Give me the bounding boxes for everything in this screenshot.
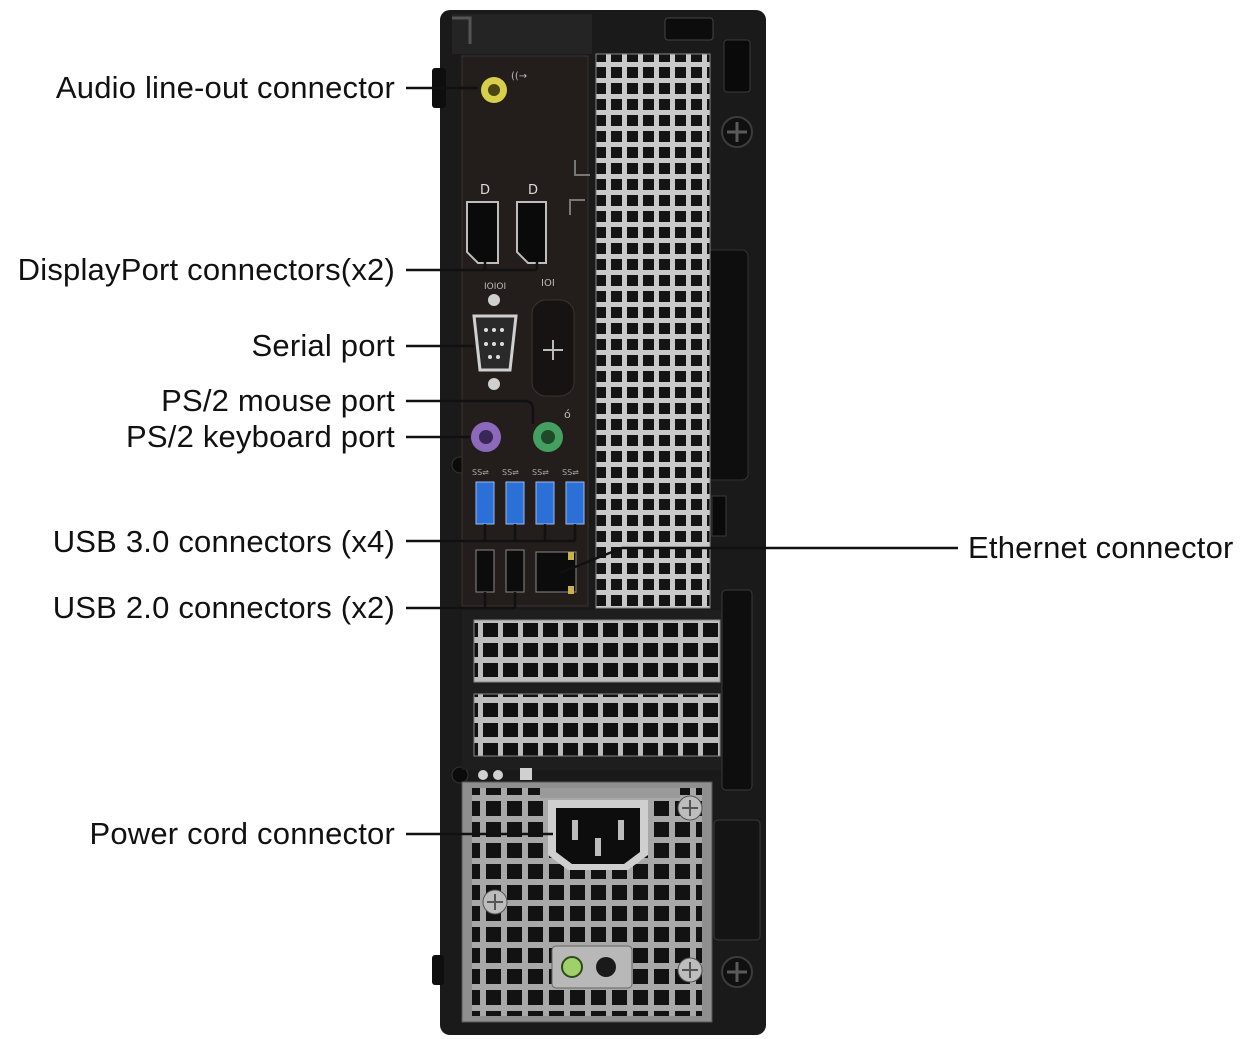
audio-line-out-jack: ((→ xyxy=(481,71,527,103)
svg-text:SS⇌: SS⇌ xyxy=(472,468,489,477)
label-ps2-mouse: PS/2 mouse port xyxy=(161,383,395,418)
power-cord-socket xyxy=(548,800,648,870)
label-displayport: DisplayPort connectors(x2) xyxy=(17,252,395,287)
ethernet-port xyxy=(535,551,577,594)
svg-text:IOIOI: IOIOI xyxy=(484,282,506,292)
label-audio-line-out: Audio line-out connector xyxy=(55,70,395,105)
label-ps2-keyboard: PS/2 keyboard port xyxy=(126,419,395,454)
vent-grille xyxy=(595,53,711,609)
svg-text:SS⇌: SS⇌ xyxy=(562,468,579,477)
svg-text:D: D xyxy=(528,183,538,198)
lock-holes xyxy=(478,768,532,780)
label-ethernet: Ethernet connector xyxy=(968,530,1234,565)
knockout-cover: IOI xyxy=(531,278,575,397)
serial-port: IOIOI xyxy=(472,282,518,390)
expansion-slots xyxy=(462,589,753,791)
ps2-mouse-port: ó xyxy=(533,408,571,452)
svg-text:IOI: IOI xyxy=(541,278,555,289)
usb2-ports xyxy=(475,549,525,593)
svg-text:((→: ((→ xyxy=(511,71,527,82)
label-serial-port: Serial port xyxy=(251,328,395,363)
svg-text:ó: ó xyxy=(564,408,571,421)
usb3-ports: SS⇌ SS⇌ SS⇌ SS⇌ xyxy=(472,468,585,525)
displayport-connectors: D D xyxy=(466,183,547,264)
label-usb3: USB 3.0 connectors (x4) xyxy=(52,524,395,559)
ps2-keyboard-port xyxy=(471,422,501,452)
label-usb2: USB 2.0 connectors (x2) xyxy=(52,590,395,625)
svg-text:SS⇌: SS⇌ xyxy=(532,468,549,477)
svg-text:D: D xyxy=(480,183,490,198)
label-power-cord: Power cord connector xyxy=(89,816,395,851)
leader-lines xyxy=(406,86,958,836)
svg-text:SS⇌: SS⇌ xyxy=(502,468,519,477)
power-supply xyxy=(461,781,713,1023)
